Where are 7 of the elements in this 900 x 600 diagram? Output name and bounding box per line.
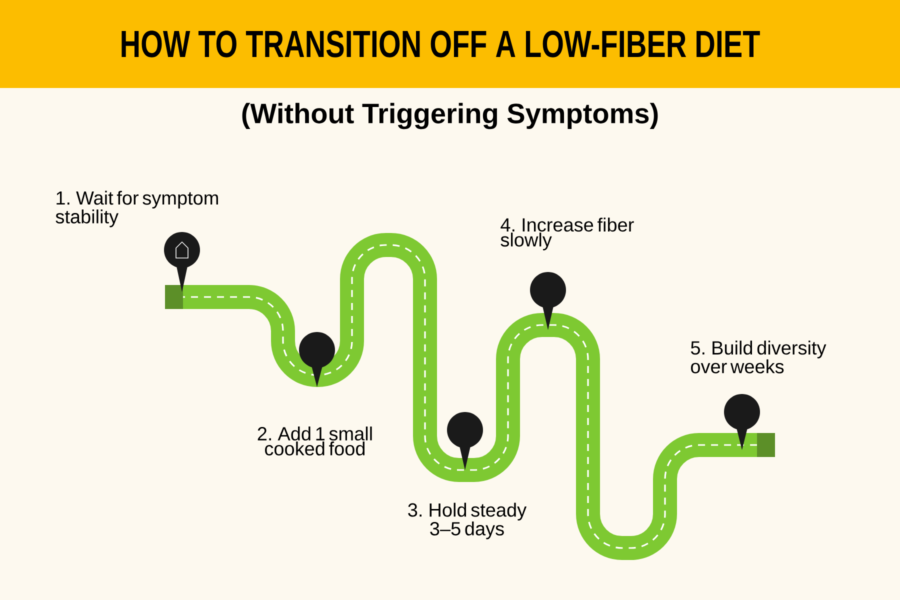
title-banner: HOW TO TRANSITION OFF A LOW-FIBER DIET: [0, 0, 900, 88]
step-label: 5. Build diversity over weeks: [690, 340, 826, 374]
step-label: 1. Wait for symptom stability: [56, 190, 218, 228]
step-label: 4. Increase fiber slowly: [500, 218, 634, 250]
subtitle: (Without Triggering Symptoms): [242, 102, 658, 130]
step-label: 2. Add 1 small cooked food: [258, 426, 372, 456]
step-label: 3. Hold steady 3–5 days: [408, 502, 527, 540]
